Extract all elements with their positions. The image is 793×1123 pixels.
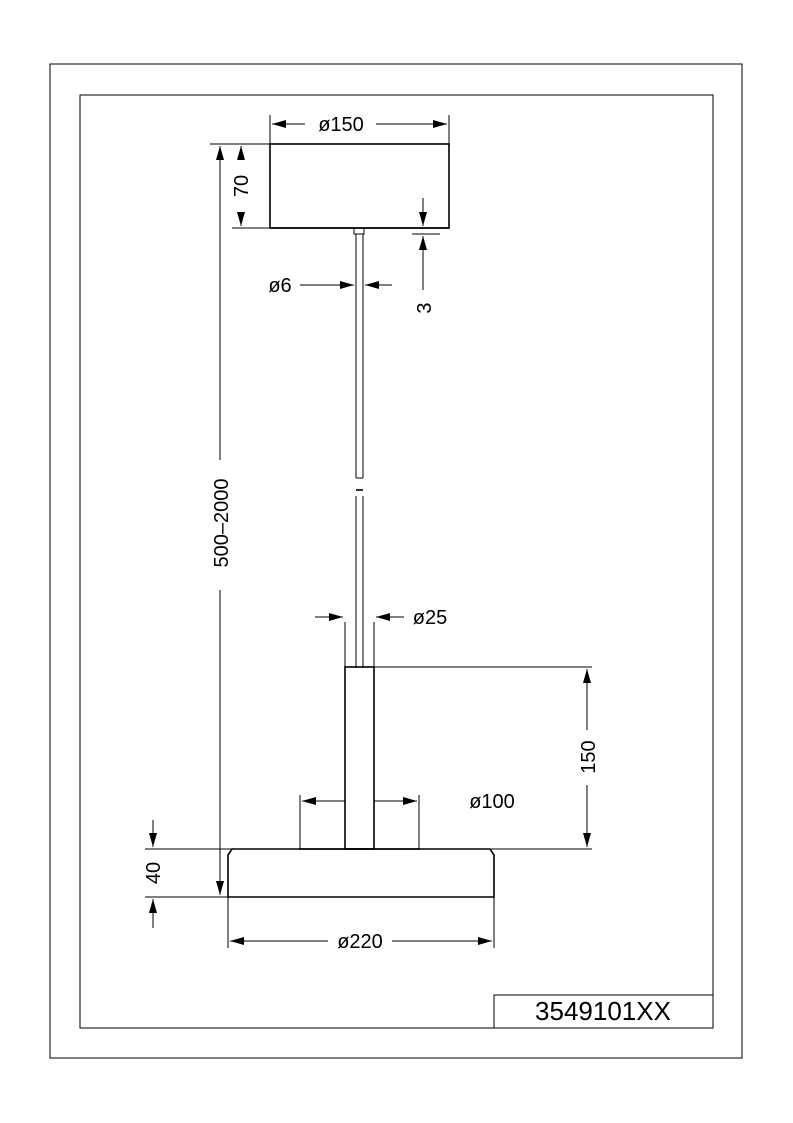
stem-diameter-dimension: ø25 bbox=[315, 607, 447, 667]
canopy-height-label: 70 bbox=[231, 175, 253, 197]
diffuser-diameter-dimension: ø100 bbox=[299, 791, 515, 849]
stem bbox=[344, 666, 375, 850]
stem-height-dimension: 150 bbox=[374, 666, 600, 850]
canopy-offset-label: 3 bbox=[414, 302, 436, 313]
suspension-cable bbox=[355, 234, 364, 668]
shade-height-dimension: 40 bbox=[143, 820, 232, 928]
canopy-offset-dimension: 3 bbox=[412, 198, 440, 314]
cable-diameter-label: ø6 bbox=[268, 275, 291, 297]
title-block: 3549101XX bbox=[493, 994, 714, 1029]
stem-diameter-label: ø25 bbox=[413, 607, 447, 629]
stem-height-label: 150 bbox=[578, 740, 600, 773]
canopy bbox=[269, 143, 450, 235]
overall-length-label: 500–2000 bbox=[211, 479, 233, 568]
shade-diameter-dimension: ø220 bbox=[227, 897, 495, 953]
shade-height-label: 40 bbox=[143, 862, 165, 884]
overall-length-dimension: 500–2000 bbox=[210, 143, 233, 895]
inner-frame bbox=[79, 94, 714, 1029]
outer-frame bbox=[49, 63, 743, 1059]
canopy-height-dimension: 70 bbox=[231, 143, 270, 229]
diffuser-diameter-label: ø100 bbox=[469, 791, 515, 813]
part-number: 3549101XX bbox=[535, 996, 671, 1026]
cable-diameter-dimension: ø6 bbox=[268, 275, 392, 297]
canopy-diameter-label: ø150 bbox=[318, 114, 364, 136]
shade-diameter-label: ø220 bbox=[337, 931, 383, 953]
lamp-shade bbox=[227, 848, 495, 898]
canopy-diameter-dimension: ø150 bbox=[269, 114, 450, 144]
